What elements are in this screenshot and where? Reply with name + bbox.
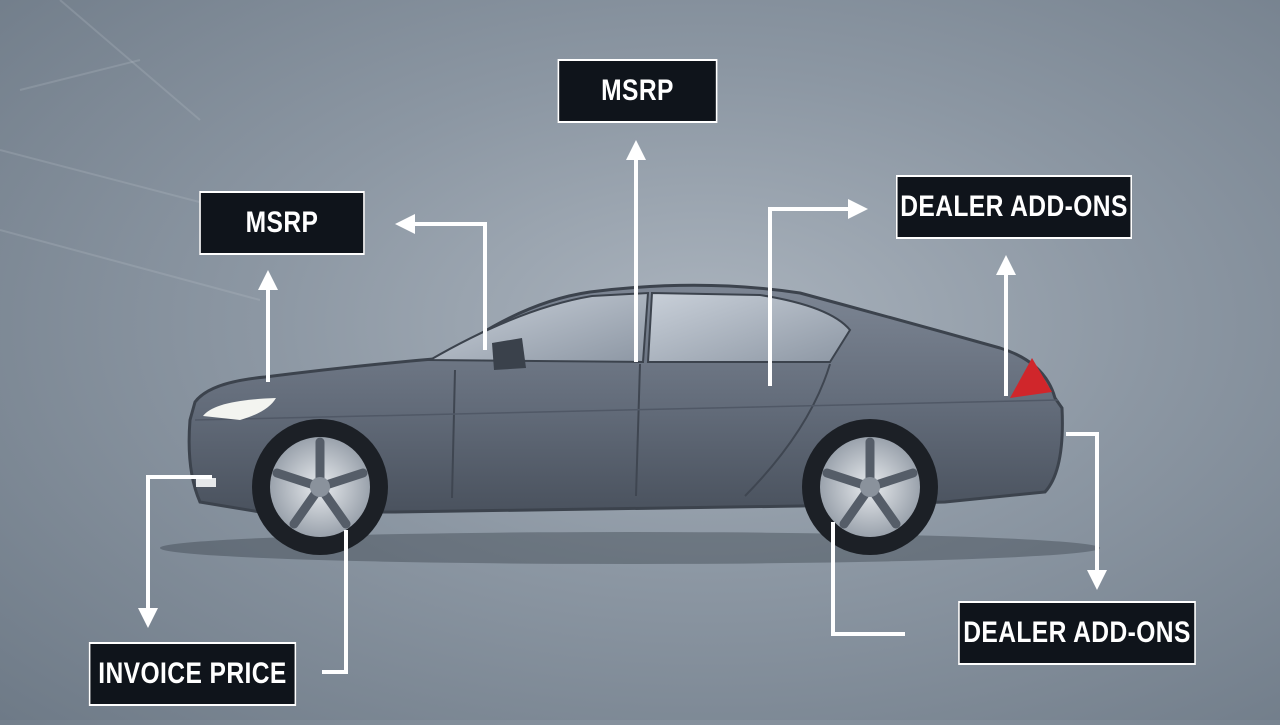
tail-light <box>1010 358 1052 398</box>
arrow-to-invoice-price <box>138 475 212 628</box>
label-dealer-addons-bottom: DEALER ADD-ONS <box>958 601 1196 665</box>
front-wheel <box>252 419 388 555</box>
arrow-to-dealer-addons-top-door <box>768 199 868 386</box>
label-msrp-top: MSRP <box>557 59 718 123</box>
label-msrp-left: MSRP <box>199 191 365 255</box>
arrow-from-front-wheel <box>322 530 348 674</box>
rear-wheel <box>802 419 938 555</box>
arrow-to-msrp-left-windshield <box>395 214 487 350</box>
background-streaks <box>0 0 261 301</box>
label-dealer-addons-top: DEALER ADD-ONS <box>895 175 1133 239</box>
arrow-from-rear-wheel <box>831 522 905 636</box>
arrow-to-dealer-addons-bottom-bumper <box>1066 432 1107 590</box>
label-invoice-price: INVOICE PRICE <box>88 642 297 706</box>
headlight <box>203 398 276 420</box>
